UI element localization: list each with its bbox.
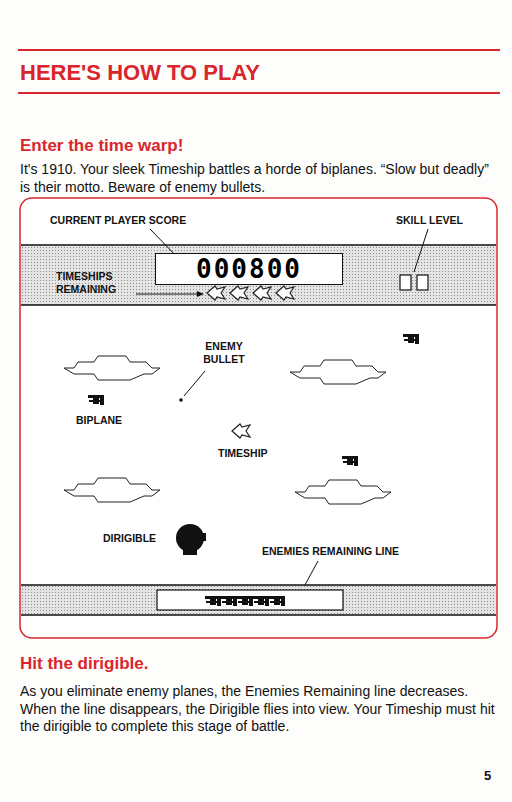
callout-label: TIMESHIPS REMAINING	[56, 270, 134, 295]
score-digits: 000800	[196, 256, 302, 282]
skill-box	[417, 275, 428, 290]
rule-line	[18, 92, 500, 94]
score-band	[21, 245, 496, 305]
timeship-icons	[207, 286, 294, 300]
callout-label: ENEMIES REMAINING LINE	[262, 545, 399, 558]
callout-label: CURRENT PLAYER SCORE	[50, 214, 186, 227]
body-text: As you eliminate enemy planes, the Enemi…	[20, 683, 496, 736]
biplanes	[88, 334, 419, 466]
score-box: 000800	[155, 253, 343, 285]
section-heading: Hit the dirigible.	[20, 654, 148, 674]
screen-frame	[20, 198, 497, 638]
timeship	[232, 424, 250, 438]
page-number: 5	[484, 768, 491, 784]
enemies-box	[157, 590, 343, 610]
leader-line	[136, 294, 198, 295]
enemies-band	[21, 585, 496, 615]
enemies-remaining-line	[205, 596, 285, 606]
skill-box	[400, 275, 411, 290]
callout-label: DIRIGIBLE	[103, 532, 156, 545]
section-heading: Enter the time warp!	[20, 136, 183, 156]
callout-label: TIMESHIP	[218, 447, 268, 460]
dirigible	[176, 524, 206, 555]
callout-label: SKILL LEVEL	[396, 214, 463, 227]
enemy-bullet	[179, 398, 183, 402]
rule-line	[18, 49, 500, 51]
clouds	[64, 356, 391, 504]
leader-line	[414, 229, 428, 272]
leader-line	[184, 371, 205, 396]
page-title: HERE'S HOW TO PLAY	[20, 60, 260, 86]
callout-label: BIPLANE	[76, 414, 122, 427]
body-text: It's 1910. Your sleek Timeship battles a…	[20, 161, 496, 196]
callout-label: ENEMY BULLET	[196, 340, 252, 365]
